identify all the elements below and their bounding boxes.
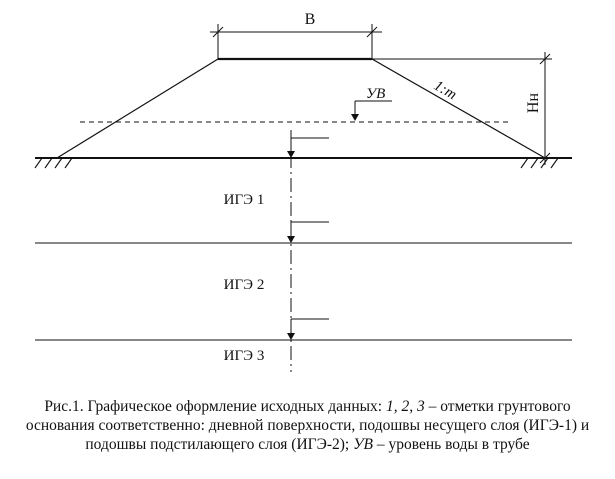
water-level-arrow — [351, 114, 359, 121]
ground-hatching-right — [520, 157, 559, 169]
elevation-marker-1 — [290, 137, 329, 152]
figure-caption: Рис.1. Графическое оформление исходных д… — [25, 398, 590, 453]
embankment-outline — [56, 57, 546, 159]
width-label: B — [305, 11, 316, 28]
height-dimension — [372, 52, 552, 165]
elevation-marker-2 — [290, 221, 329, 236]
water-level-marker — [354, 100, 392, 115]
embankment-left-slope — [56, 58, 219, 159]
height-label: Hн — [525, 93, 542, 114]
elevation-arrow-3 — [287, 333, 295, 340]
embankment-right-slope — [371, 58, 546, 159]
elevation-arrow-1 — [287, 151, 295, 158]
width-dimension — [210, 24, 382, 59]
layer-label-1: ИГЭ 1 — [224, 192, 265, 208]
layer-label-2: ИГЭ 2 — [224, 277, 265, 293]
layer-label-3: ИГЭ 3 — [224, 348, 265, 364]
water-level-label: УВ — [366, 86, 385, 102]
slope-label: 1:m — [431, 78, 459, 104]
elevation-arrow-2 — [287, 236, 295, 243]
elevation-marker-3 — [290, 318, 329, 333]
embankment-diagram: B Hн 1:m УВ — [34, 11, 572, 372]
ground-hatching-left — [34, 157, 73, 169]
